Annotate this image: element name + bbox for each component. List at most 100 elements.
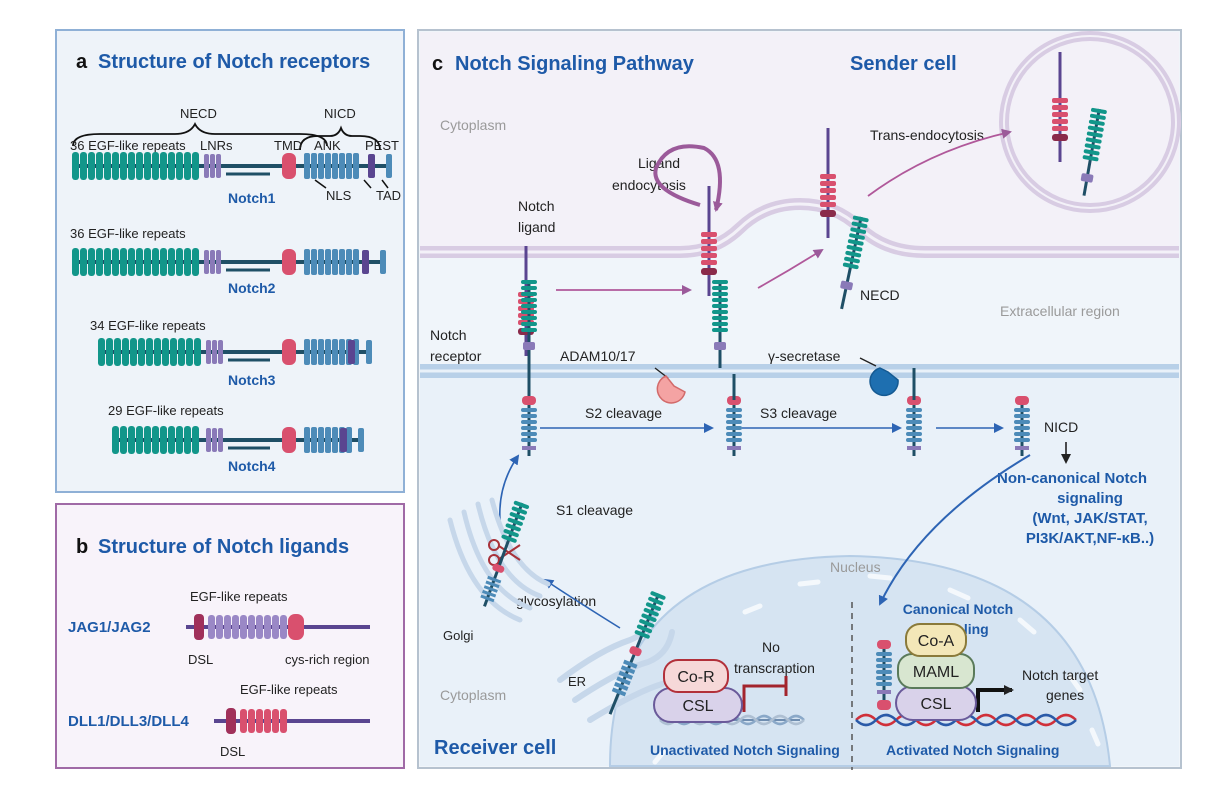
notch1-label: Notch1 xyxy=(228,190,276,206)
nicd-ank-block xyxy=(876,664,892,668)
tmd-domain xyxy=(282,153,296,179)
golgi-ank-block xyxy=(483,585,498,593)
panel-c-title: Notch Signaling Pathway xyxy=(455,53,695,75)
egf-repeat xyxy=(144,248,151,276)
ligand-dsl-block xyxy=(701,268,717,275)
jag-diagram xyxy=(186,614,370,640)
egf-repeat xyxy=(144,426,151,454)
lnr-domain xyxy=(218,340,223,364)
golgi-apparatus xyxy=(447,497,551,623)
ank-repeat xyxy=(332,339,338,365)
nicd-ank-block xyxy=(726,420,742,424)
ligand-egf-block xyxy=(820,195,836,200)
er-egf-block xyxy=(643,607,659,617)
s3-cleavage-label: S3 cleavage xyxy=(760,405,837,421)
necd-lnr-block xyxy=(840,280,853,291)
tad-pointer xyxy=(381,179,389,189)
panel-b-letter: b xyxy=(76,536,88,558)
receptor-egf-block xyxy=(712,322,728,326)
nicd-ank-block xyxy=(521,420,537,424)
necd-label: NECD xyxy=(180,106,217,121)
egf-repeat xyxy=(120,426,127,454)
egf-repeat xyxy=(120,248,127,276)
receptor-egf-block xyxy=(712,310,728,314)
receptor-egf-block xyxy=(712,304,728,308)
er-receptor xyxy=(608,591,666,715)
nicd-ank-block xyxy=(1014,408,1030,412)
egf-repeat xyxy=(122,338,129,366)
ank-repeat xyxy=(311,339,317,365)
egf-repeat xyxy=(192,426,199,454)
ligand-egf-block xyxy=(1052,98,1068,103)
dll-label: DLL1/DLL3/DLL4 xyxy=(68,713,189,730)
nicd-ank-block xyxy=(876,670,892,674)
egf-repeat xyxy=(80,152,87,180)
dna-activated-helix-a xyxy=(855,713,1077,727)
egf-repeat xyxy=(112,152,119,180)
egf-repeat xyxy=(128,152,135,180)
tmd-label: TMD xyxy=(274,138,302,153)
lnr-domain xyxy=(210,250,215,274)
s2-cleavage-label: S2 cleavage xyxy=(585,405,662,421)
ank-repeat xyxy=(318,249,324,275)
dll-diagram xyxy=(214,708,370,734)
necd-shed-label: NECD xyxy=(860,287,900,303)
ligand-egf-repeat xyxy=(240,709,247,733)
nicd-ank-block xyxy=(906,408,922,412)
nicd-ank-block xyxy=(876,652,892,656)
adam-enzyme xyxy=(656,375,686,404)
egf-repeat xyxy=(194,338,201,366)
golgi-egf-block xyxy=(509,512,525,521)
tad-domain xyxy=(348,340,355,364)
egf-repeat xyxy=(106,338,113,366)
necd-egf-block xyxy=(852,215,869,223)
er-egf-block xyxy=(648,596,664,606)
ank-repeat xyxy=(318,153,324,179)
golgi-ank-block xyxy=(480,594,495,603)
egf-repeat xyxy=(128,426,135,454)
nicd-tmd-block xyxy=(877,640,891,649)
golgi-egf-block xyxy=(501,534,517,543)
lnr-domain xyxy=(204,250,209,274)
nicd-ank-block xyxy=(521,426,537,430)
cys-rich-domain xyxy=(288,614,304,640)
ligand-endocytosis-arrow xyxy=(653,144,723,212)
nicd-ank-block xyxy=(1014,432,1030,436)
er-ank-block xyxy=(611,687,627,697)
panel-a-title: Structure of Notch receptors xyxy=(98,51,370,73)
ank-repeat xyxy=(339,249,345,275)
golgi-egf-block xyxy=(513,500,530,509)
ligand-egf-block xyxy=(701,246,717,251)
egf-repeat xyxy=(176,426,183,454)
tmd-domain xyxy=(282,249,296,275)
egf-repeat xyxy=(130,338,137,366)
no-transcription-line2: transcraption xyxy=(734,660,815,676)
vesicle-egf-block xyxy=(1088,119,1105,126)
ligand-egf-block xyxy=(701,239,717,244)
panel-c-letter: c xyxy=(432,53,443,75)
necd-bracket xyxy=(72,121,328,147)
er-egf-block xyxy=(634,630,650,639)
nicd-ank-block xyxy=(906,414,922,418)
necd-egf-block xyxy=(844,256,860,264)
nicd-ank-block xyxy=(726,426,742,430)
jag-egf-label: EGF-like repeats xyxy=(190,589,288,604)
nicd-ank-block xyxy=(521,408,537,412)
ank-repeat xyxy=(304,153,310,179)
gamma-secretase-label: γ-secretase xyxy=(768,348,841,364)
ank-repeat xyxy=(325,427,331,453)
egf-repeat xyxy=(168,248,175,276)
ligand-egf-block xyxy=(701,232,717,237)
nicd-ank-block xyxy=(906,432,922,436)
receiver-cell-label: Receiver cell xyxy=(434,737,556,759)
egf-repeat xyxy=(146,338,153,366)
pest-label: PEST xyxy=(365,138,399,153)
lnr-domain xyxy=(216,154,221,178)
nicd-tmd-block xyxy=(727,396,741,405)
ligand-egf-block xyxy=(1052,126,1068,131)
egf-repeat xyxy=(80,248,87,276)
nls-pointer xyxy=(314,179,327,189)
golgi-ank-block xyxy=(482,589,497,598)
s1-cleavage-label: S1 cleavage xyxy=(556,502,633,518)
necd-egf-block xyxy=(847,239,864,246)
